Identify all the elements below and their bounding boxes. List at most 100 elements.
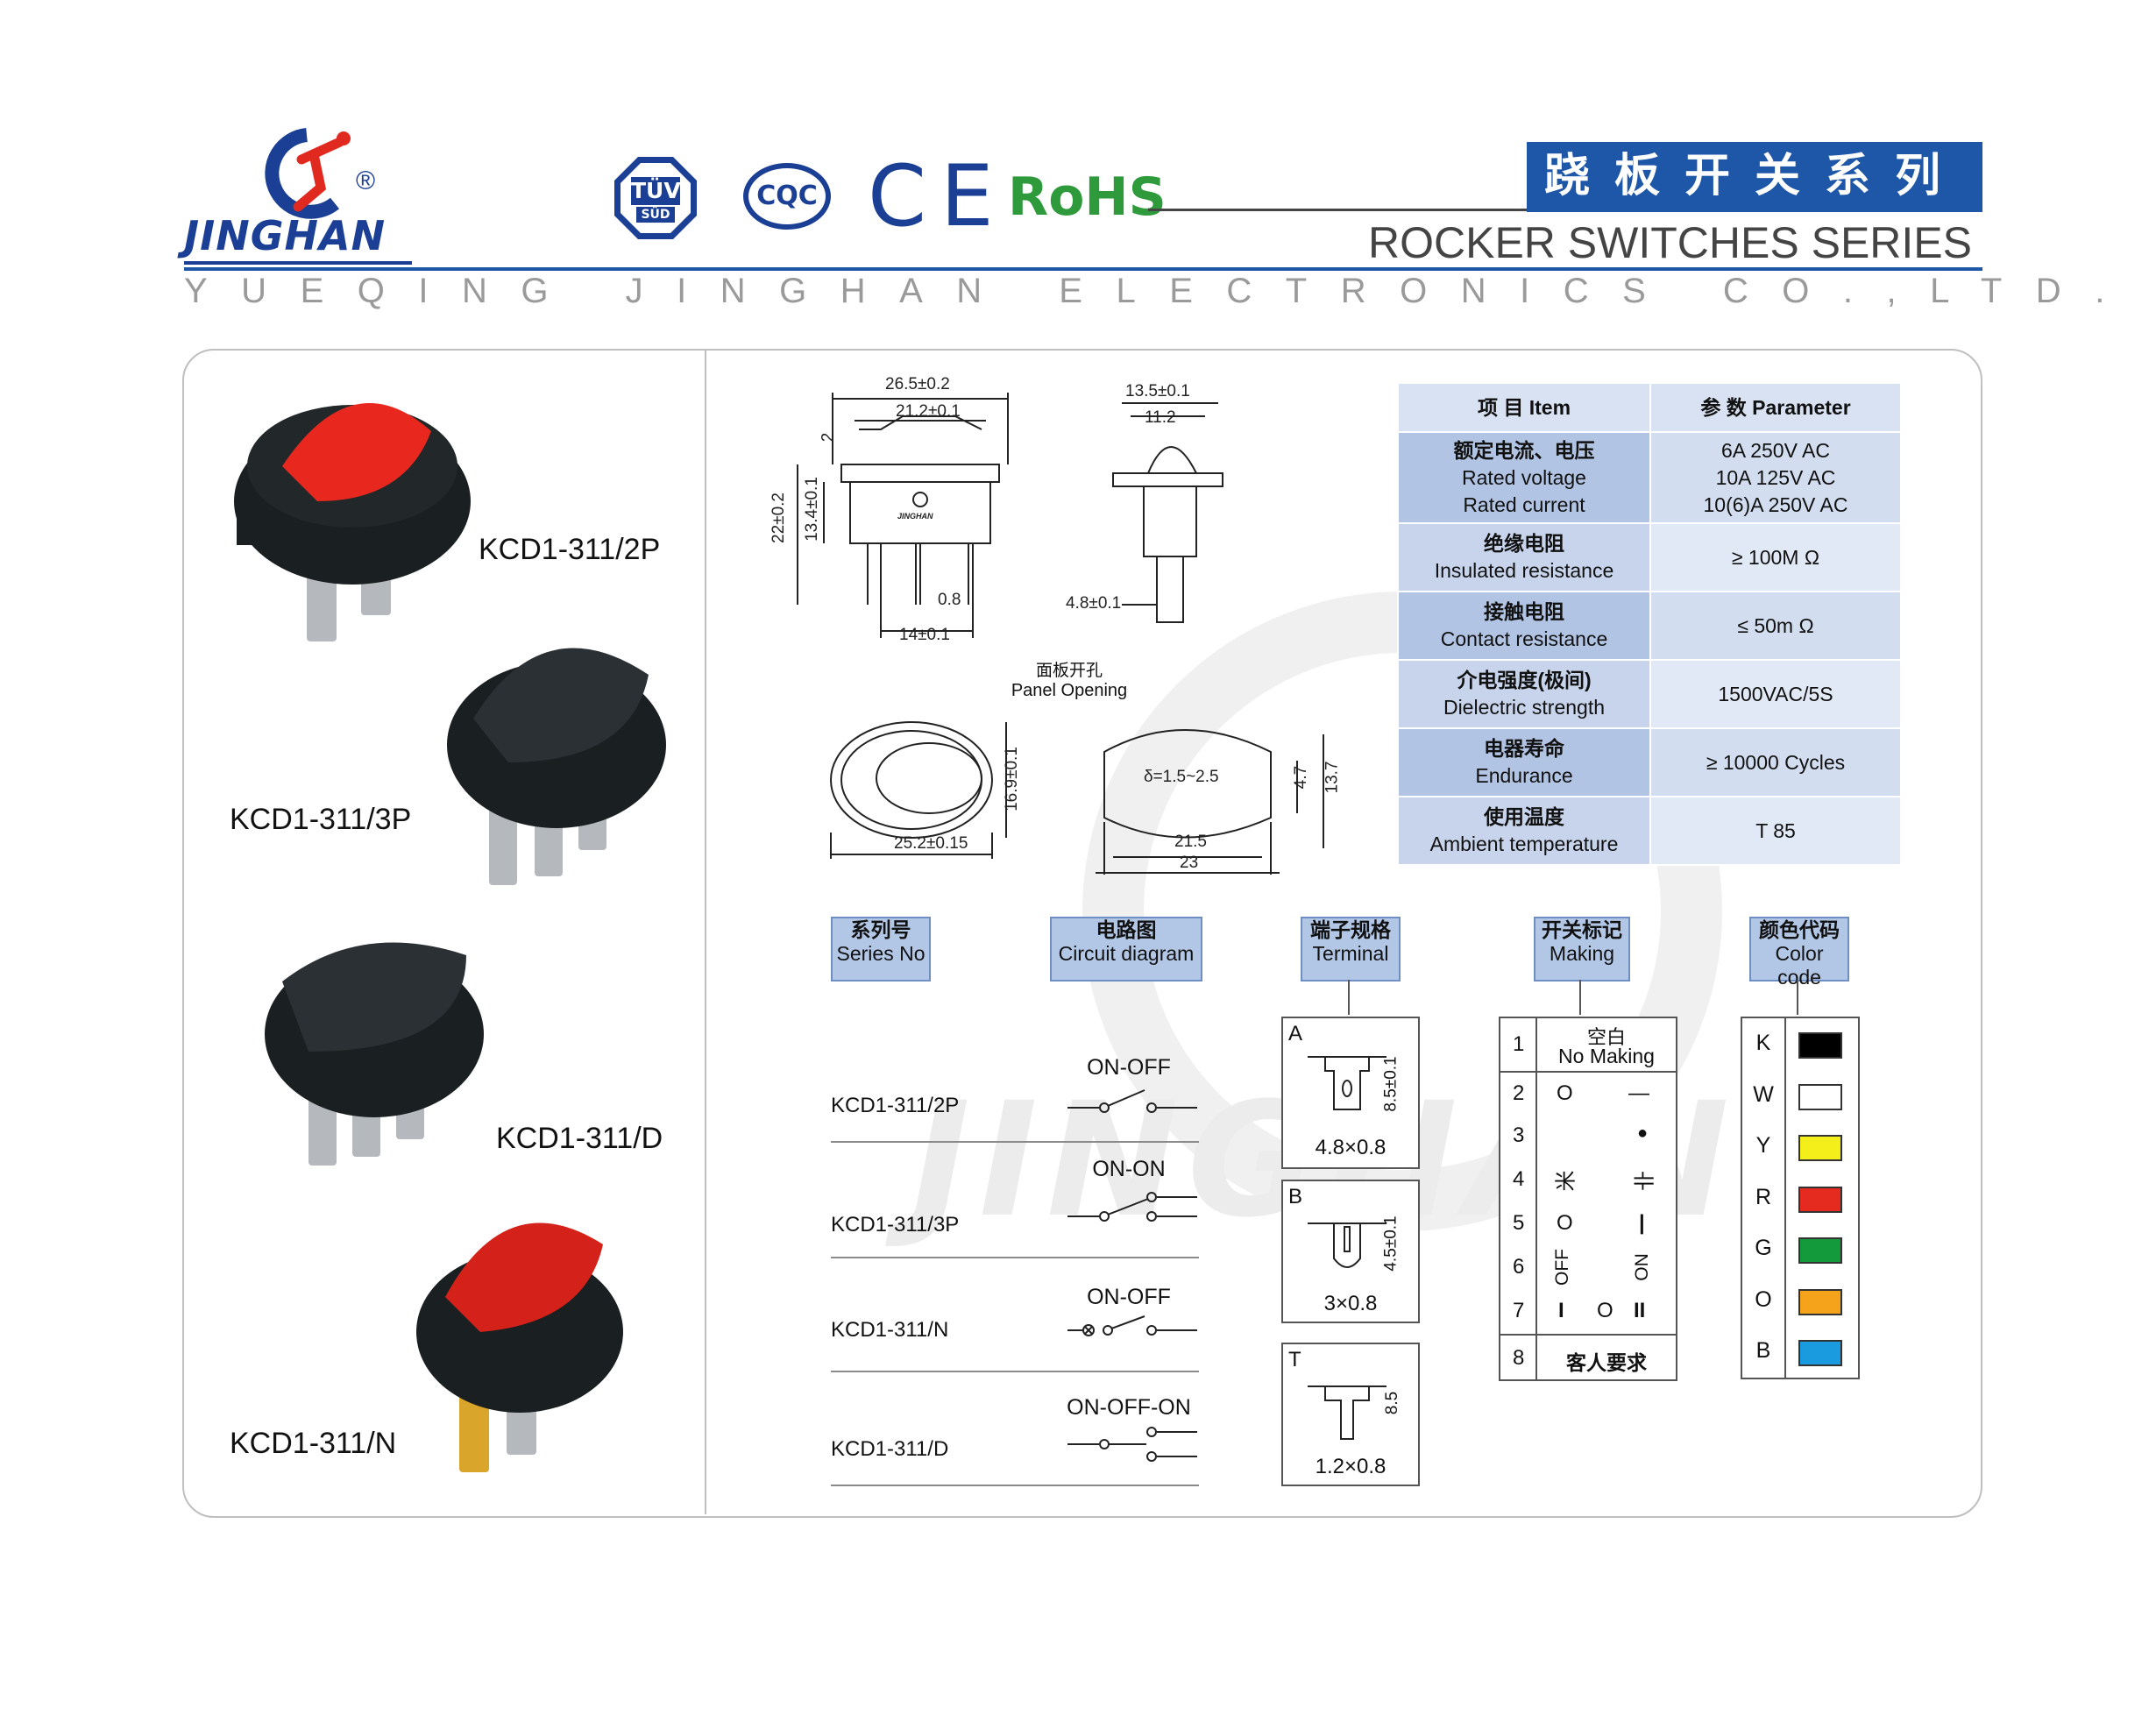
dim-front-height-body: 13.4±0.1 — [802, 477, 821, 542]
connector-line — [1579, 980, 1581, 1015]
making-left-mark: O — [1557, 1081, 1573, 1105]
registered-mark: ® — [356, 167, 376, 195]
brand-logo: ® JINGHAN — [184, 123, 429, 263]
terminal-a: A 8.5±0.1 4.8×0.8 — [1281, 1017, 1420, 1169]
terminal-code: A — [1288, 1022, 1303, 1045]
switch-spdt-icon — [1067, 1192, 1197, 1222]
dim-cutout-height-inner: 4.7 — [1292, 765, 1311, 790]
product-model-2p: KCD1-311/2P — [479, 533, 661, 566]
spec-value: 10A 125V AC — [1715, 465, 1836, 489]
making-col-divider — [1535, 1018, 1537, 1379]
switch-lamp-icon — [1067, 1315, 1197, 1336]
dim-front-pin-gap: 0.8 — [938, 591, 961, 609]
logo-underline — [184, 261, 412, 265]
terminal-code: B — [1288, 1185, 1303, 1208]
rocker-switch-red-icon — [416, 1222, 623, 1472]
making-right-mark: ● — [1637, 1123, 1649, 1143]
circuit-series: KCD1-311/2P — [831, 1094, 960, 1117]
terminal-a-icon — [1308, 1056, 1387, 1110]
spec-value: ≤ 50m Ω — [1649, 591, 1902, 661]
making-row-6: 6 OFF ON — [1500, 1244, 1676, 1290]
switch-spst-icon — [1067, 1089, 1197, 1113]
color-code-letter: K — [1755, 1031, 1771, 1055]
spec-item-en: Insulated resistance — [1434, 559, 1614, 582]
making-row-5: 5 O | — [1500, 1202, 1676, 1244]
jinghan-logo-icon — [265, 128, 351, 219]
spec-item-cn: 接触电阻 — [1484, 600, 1564, 623]
cqc-text: CQC — [756, 181, 818, 211]
switch-dpdt-icon — [1067, 1427, 1197, 1462]
header-terminal-en: Terminal — [1312, 942, 1389, 965]
terminal-height: 4.5±0.1 — [1381, 1215, 1401, 1272]
color-code-letter: R — [1755, 1184, 1772, 1209]
circuit-series: KCD1-311/3P — [831, 1213, 960, 1237]
front-view-logo-label: JINGHAN — [897, 512, 933, 521]
making-number: 3 — [1513, 1123, 1525, 1147]
panel-divider — [705, 351, 706, 1514]
color-code-letter: Y — [1755, 1133, 1771, 1158]
terminal-size: 4.8×0.8 — [1315, 1136, 1387, 1159]
spec-item-en: Rated voltage — [1462, 465, 1586, 489]
header-rule-short — [1148, 209, 1527, 211]
making-number: 1 — [1513, 1032, 1525, 1056]
dim-front-width-outer: 26.5±0.2 — [885, 375, 950, 393]
spec-item-cn: 额定电流、电压 — [1453, 438, 1595, 462]
terminal-size: 1.2×0.8 — [1315, 1455, 1387, 1478]
cqc-badge: CQC — [743, 163, 831, 230]
product-model-d: KCD1-311/D — [496, 1122, 663, 1155]
terminal-t-icon — [1308, 1385, 1387, 1440]
dim-side-width-outer: 13.5±0.1 — [1125, 382, 1190, 400]
making-row-8: 8 客人要求 — [1500, 1334, 1676, 1381]
side-view-drawing — [1112, 402, 1223, 623]
making-right-mark: 卝 — [1633, 1170, 1657, 1192]
making-row-7: 7 I O II — [1500, 1290, 1676, 1332]
header-series-cn: 系列号 — [850, 918, 911, 941]
header-circuit: 电路图 Circuit diagram — [1050, 917, 1202, 982]
making-number: 4 — [1513, 1167, 1525, 1191]
header-terminal: 端子规格 Terminal — [1301, 917, 1401, 982]
rocker-switch-red-icon — [234, 403, 471, 641]
dim-side-pin-width: 4.8±0.1 — [1066, 594, 1122, 613]
circuit-series: KCD1-311/D — [831, 1437, 949, 1461]
row-separator — [831, 1257, 1199, 1258]
oval-outline-drawing — [830, 721, 1007, 859]
header-series: 系列号 Series No — [831, 917, 931, 982]
spec-item-en: Endurance — [1475, 764, 1573, 787]
product-switch-3p — [438, 613, 666, 903]
making-number: 6 — [1513, 1255, 1525, 1279]
product-model-3p: KCD1-311/3P — [230, 803, 412, 836]
terminal-size: 3×0.8 — [1323, 1292, 1378, 1315]
spec-value: ≥ 10000 Cycles — [1649, 727, 1902, 797]
making-row-1: 1 空白 No Making — [1500, 1018, 1676, 1073]
color-swatch — [1798, 1032, 1842, 1059]
terminal-t: T 8.5 1.2×0.8 — [1281, 1343, 1420, 1486]
color-code-letter: B — [1755, 1338, 1771, 1363]
color-code-letter: O — [1755, 1286, 1772, 1312]
spec-item-en: Dielectric strength — [1443, 696, 1606, 719]
row-separator — [831, 1485, 1199, 1486]
spec-header-param: 参 数 Parameter — [1649, 382, 1902, 433]
ce-mark: CE — [868, 147, 1008, 245]
color-swatch — [1798, 1135, 1842, 1161]
panel-cutout-drawing — [1096, 729, 1324, 875]
brand-name: JINGHAN — [184, 212, 387, 259]
spec-row: 介电强度(极间)Dielectric strength 1500VAC/5S — [1397, 659, 1902, 729]
tuv-badge: TÜV SÜD — [612, 154, 699, 242]
dim-front-top: 2 — [819, 432, 838, 443]
making-number: 2 — [1513, 1081, 1525, 1105]
product-switch-2p — [230, 370, 475, 659]
spec-item-en: Ambient temperature — [1429, 833, 1619, 855]
terminal-b-icon — [1308, 1222, 1387, 1268]
making-right-mark: | — [1639, 1211, 1645, 1235]
row-separator — [831, 1371, 1199, 1372]
making-mid-mark: O — [1597, 1299, 1613, 1322]
header-terminal-cn: 端子规格 — [1310, 918, 1391, 941]
making-right-mark: ON — [1631, 1253, 1652, 1281]
making-left-mark: OFF — [1552, 1249, 1572, 1286]
header-color-en: Color code — [1775, 942, 1824, 989]
header-circuit-cn: 电路图 — [1096, 918, 1157, 941]
